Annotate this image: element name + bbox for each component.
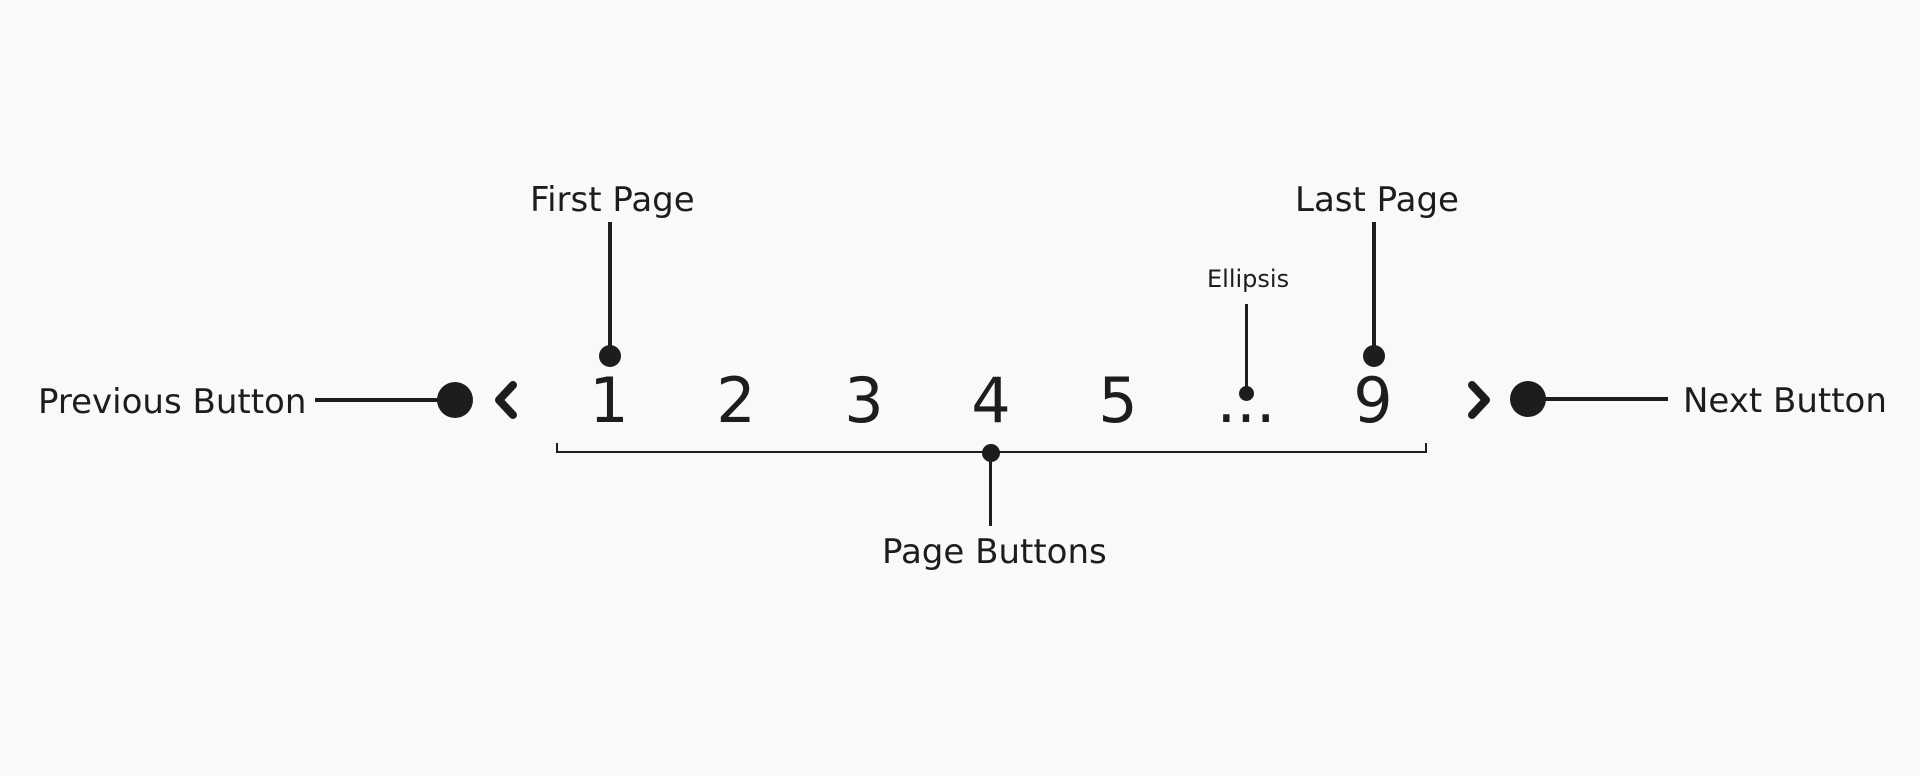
first-page-leader-line bbox=[608, 222, 612, 356]
page-button-3[interactable]: 3 bbox=[844, 364, 884, 437]
first-page-leader-dot bbox=[599, 345, 621, 367]
chevron-right-icon bbox=[1468, 381, 1490, 419]
page-button-1[interactable]: 1 bbox=[589, 364, 629, 437]
last-page-label: Last Page bbox=[1295, 180, 1459, 220]
page-button-4[interactable]: 4 bbox=[971, 364, 1011, 437]
page-button-9[interactable]: 9 bbox=[1353, 364, 1393, 437]
ellipsis-leader-dot bbox=[1239, 386, 1254, 401]
previous-button-leader-dot bbox=[437, 382, 473, 418]
last-page-leader-line bbox=[1372, 222, 1376, 356]
next-button[interactable] bbox=[1460, 370, 1500, 430]
first-page-label: First Page bbox=[530, 180, 695, 220]
last-page-leader-dot bbox=[1363, 345, 1385, 367]
next-button-leader-dot bbox=[1510, 381, 1546, 417]
previous-button[interactable] bbox=[485, 370, 525, 430]
pagination-ellipsis: ... bbox=[1216, 364, 1276, 437]
page-buttons-leader-line bbox=[989, 453, 992, 526]
ellipsis-label: Ellipsis bbox=[1207, 265, 1290, 293]
next-button-label: Next Button bbox=[1683, 381, 1887, 421]
next-button-leader-line bbox=[1530, 397, 1668, 401]
page-buttons-label: Page Buttons bbox=[882, 532, 1107, 572]
chevron-left-icon bbox=[495, 381, 517, 419]
previous-button-leader-line bbox=[315, 398, 455, 402]
page-button-5[interactable]: 5 bbox=[1098, 364, 1138, 437]
page-button-2[interactable]: 2 bbox=[716, 364, 756, 437]
previous-button-label: Previous Button bbox=[38, 382, 307, 422]
ellipsis-leader-line bbox=[1245, 304, 1248, 390]
